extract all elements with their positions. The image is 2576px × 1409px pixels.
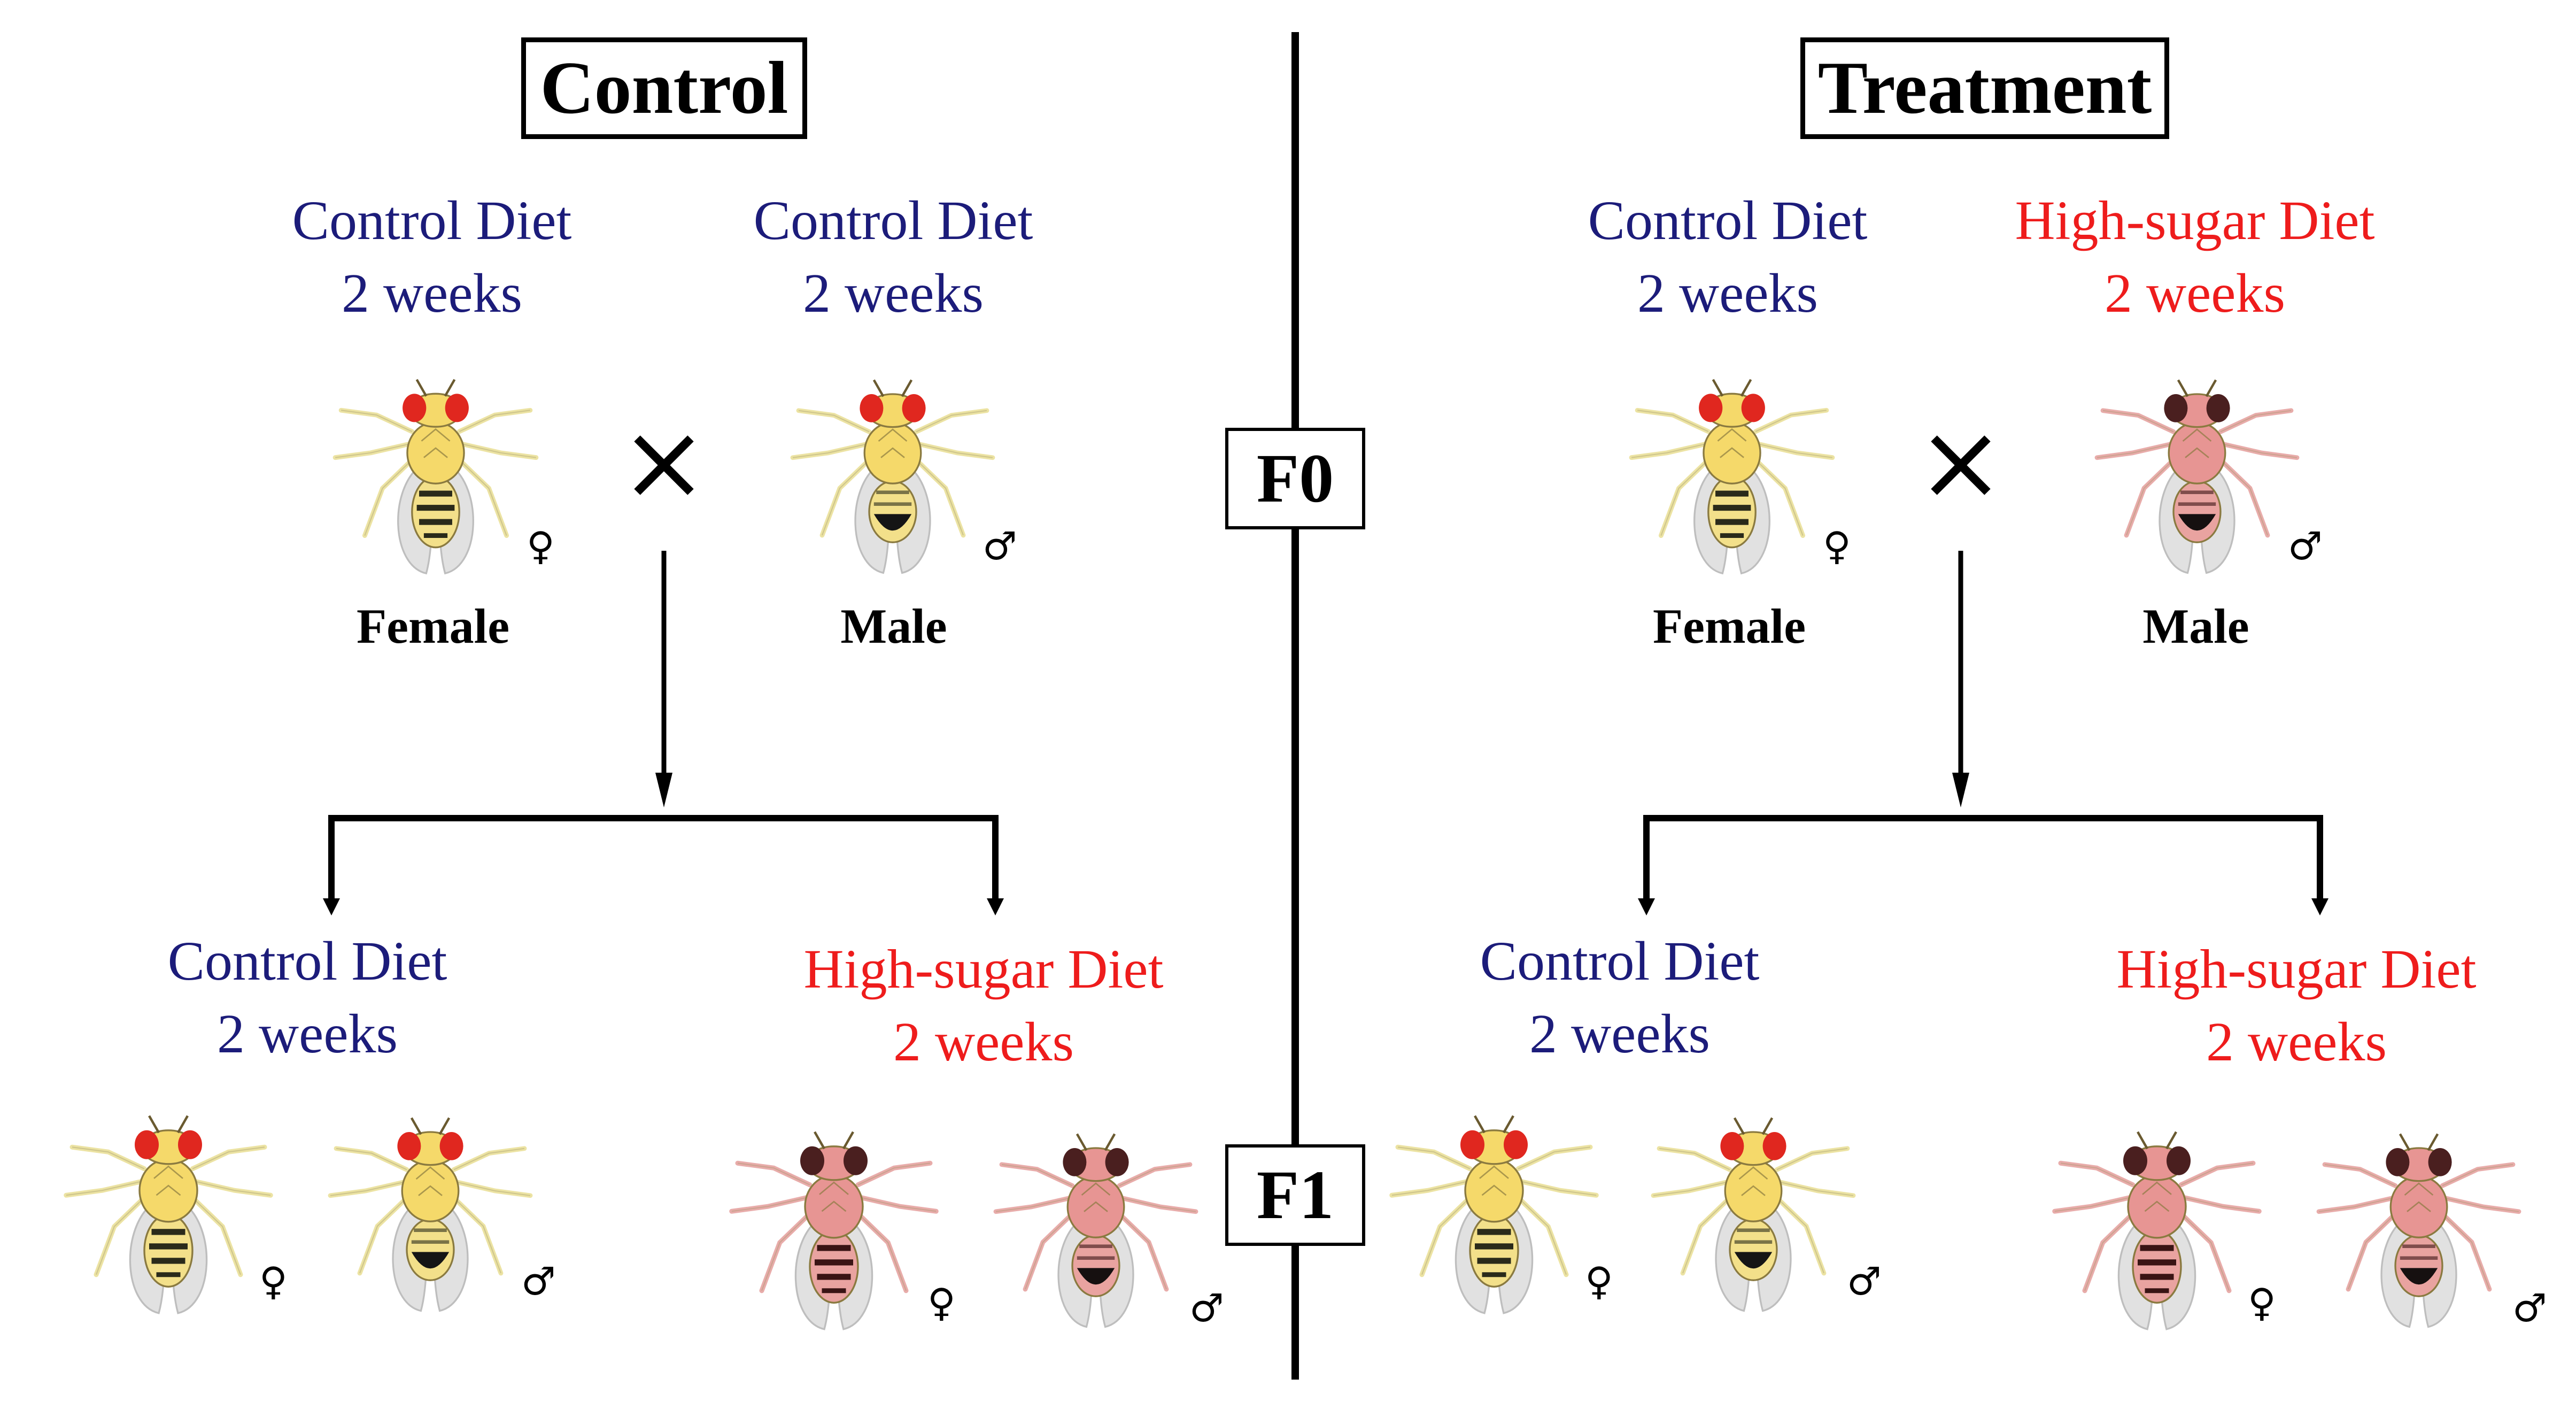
control-female-fly-icon	[1389, 1115, 1599, 1314]
diet-name: Control Diet	[1480, 930, 1760, 992]
diet-label: High-sugar Diet 2 weeks	[2117, 933, 2477, 1079]
female-fly	[1612, 358, 1852, 586]
male-symbol-icon: ♂	[521, 1259, 556, 1304]
control-male-fly-icon	[1651, 1117, 1856, 1312]
diet-name: High-sugar Diet	[2116, 938, 2477, 1000]
high-sugar-male-fly-icon	[993, 1133, 1198, 1328]
female-symbol-icon: ♀	[927, 1280, 956, 1325]
female-symbol-icon: ♀	[1823, 523, 1851, 568]
diet-label: Control Diet 2 weeks	[1480, 925, 1760, 1071]
male-symbol-icon: ♂	[2288, 523, 2323, 568]
control-female-fly-icon	[64, 1115, 273, 1314]
male-fly	[1636, 1091, 1871, 1329]
diet-duration: 2 weeks	[1637, 263, 1818, 324]
diet-name: Control Diet	[1588, 190, 1868, 251]
male-symbol-icon: ♂	[1847, 1259, 1882, 1304]
diet-duration: 2 weeks	[2206, 1011, 2387, 1073]
female-fly	[48, 1091, 289, 1329]
high-sugar-male-fly-icon	[2094, 379, 2300, 574]
female-symbol-icon: ♀	[2248, 1280, 2276, 1325]
female-fly	[1374, 1091, 1614, 1329]
diet-duration: 2 weeks	[893, 1011, 1074, 1073]
diet-duration: 2 weeks	[803, 263, 984, 324]
high-sugar-female-fly-icon	[2052, 1131, 2262, 1330]
male-symbol-icon: ♂	[1189, 1285, 1224, 1330]
diet-label: Control Diet 2 weeks	[1588, 184, 1868, 330]
treatment-panel-title: Treatment	[1800, 37, 2169, 139]
diet-label: High-sugar Diet 2 weeks	[804, 933, 1164, 1079]
high-sugar-female-fly-icon	[729, 1131, 939, 1330]
diet-duration: 2 weeks	[217, 1003, 398, 1065]
female-label: Female	[356, 599, 510, 653]
male-fly	[2301, 1107, 2536, 1345]
diet-label: Control Diet 2 weeks	[754, 184, 1033, 330]
female-label: Female	[1652, 599, 1806, 653]
female-symbol-icon: ♀	[1585, 1259, 1613, 1304]
diet-name: High-sugar Diet	[2015, 190, 2375, 251]
treatment-lineage-arrows	[1638, 551, 2329, 915]
diet-name: Control Diet	[292, 190, 572, 251]
male-fly	[2079, 358, 2315, 586]
diet-label: High-sugar Diet 2 weeks	[2015, 184, 2375, 330]
diet-name: Control Diet	[753, 190, 1033, 251]
high-sugar-male-fly-icon	[2316, 1133, 2521, 1328]
male-label: Male	[2142, 599, 2249, 653]
diet-duration: 2 weeks	[2105, 263, 2285, 324]
female-symbol-icon: ♀	[259, 1259, 288, 1304]
control-panel-title: Control	[521, 37, 807, 139]
male-fly	[313, 1091, 548, 1329]
control-female-fly-icon	[1629, 379, 1835, 575]
female-fly	[315, 358, 556, 586]
diet-duration: 2 weeks	[342, 263, 522, 324]
female-symbol-icon: ♀	[527, 523, 555, 568]
diet-name: Control Diet	[167, 930, 447, 992]
male-symbol-icon: ♂	[983, 523, 1017, 568]
control-male-fly-icon	[328, 1117, 533, 1312]
female-fly	[714, 1107, 954, 1345]
diet-duration: 2 weeks	[1529, 1003, 1710, 1065]
male-fly	[775, 358, 1010, 586]
cross-symbol	[634, 435, 694, 495]
male-fly	[978, 1107, 1213, 1345]
control-lineage-arrows	[323, 551, 1004, 915]
generation-label-f0: F0	[1225, 428, 1365, 529]
male-label: Male	[840, 599, 947, 653]
control-male-fly-icon	[790, 379, 995, 574]
control-female-fly-icon	[332, 379, 539, 575]
diet-label: Control Diet 2 weeks	[168, 925, 447, 1071]
cross-symbol	[1931, 435, 1991, 495]
female-fly	[2037, 1107, 2277, 1345]
generation-label-f1: F1	[1225, 1144, 1365, 1246]
diet-label: Control Diet 2 weeks	[292, 184, 572, 330]
male-symbol-icon: ♂	[2512, 1285, 2547, 1330]
diet-name: High-sugar Diet	[803, 938, 1164, 1000]
